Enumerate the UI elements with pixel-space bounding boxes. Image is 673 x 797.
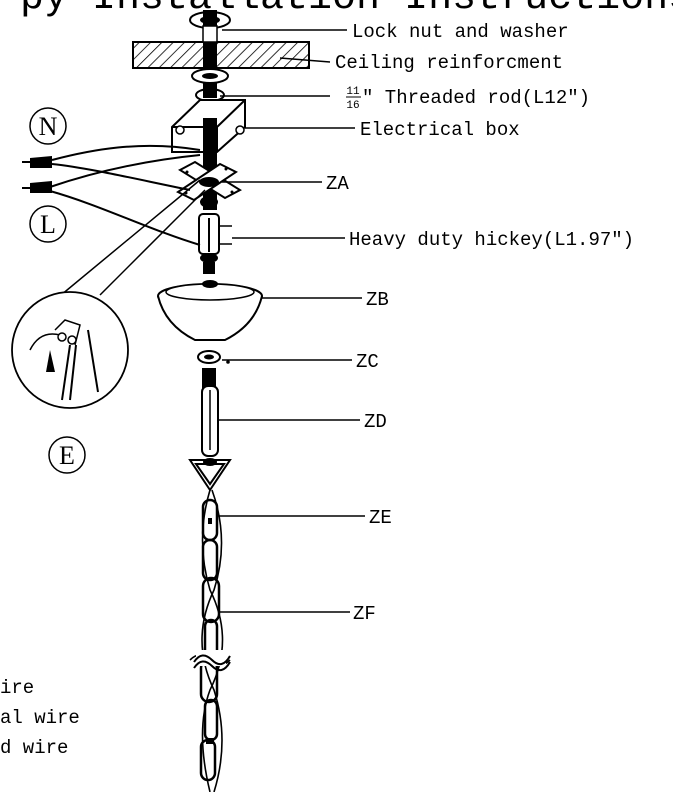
label-za: ZA <box>326 173 349 195</box>
label-zc: ZC <box>356 351 379 373</box>
live-marker <box>29 205 67 243</box>
label-hickey: Heavy duty hickey(L1.97″) <box>349 229 634 251</box>
label-zd: ZD <box>364 411 387 433</box>
earth-marker <box>48 436 86 474</box>
label-electrical-box: Electrical box <box>360 119 520 141</box>
heavy-duty-hickey <box>198 213 232 255</box>
label-ze: ZE <box>369 507 392 529</box>
neutral-marker <box>29 107 67 145</box>
loop-zd <box>188 368 232 492</box>
legend-line-1: ire <box>0 677 34 699</box>
label-threaded-rod: ″ Threaded rod(L12″) <box>362 87 590 109</box>
legend-line-3: d wire <box>0 737 68 759</box>
crossbar-za <box>176 160 242 202</box>
title-fragment: py Installation Instructions <box>20 0 673 21</box>
ceiling-reinforcement <box>132 41 310 69</box>
earth-letter: E <box>59 441 75 470</box>
legend-line-2: al wire <box>0 707 80 729</box>
neutral-letter: N <box>39 112 58 141</box>
label-zb: ZB <box>366 289 389 311</box>
label-fraction-den: 16 <box>346 100 359 112</box>
label-zf: ZF <box>353 603 376 625</box>
label-lock-nut: Lock nut and washer <box>352 21 569 43</box>
label-ceiling: Ceiling reinforcment <box>335 52 563 74</box>
live-letter: L <box>40 210 56 239</box>
leader-lines <box>217 29 365 613</box>
canopy-zb <box>157 280 263 341</box>
wire-connectors <box>22 144 201 246</box>
label-fraction-num: 11 <box>346 86 360 98</box>
chain-zf <box>189 489 231 793</box>
ground-detail-callout <box>11 179 206 409</box>
